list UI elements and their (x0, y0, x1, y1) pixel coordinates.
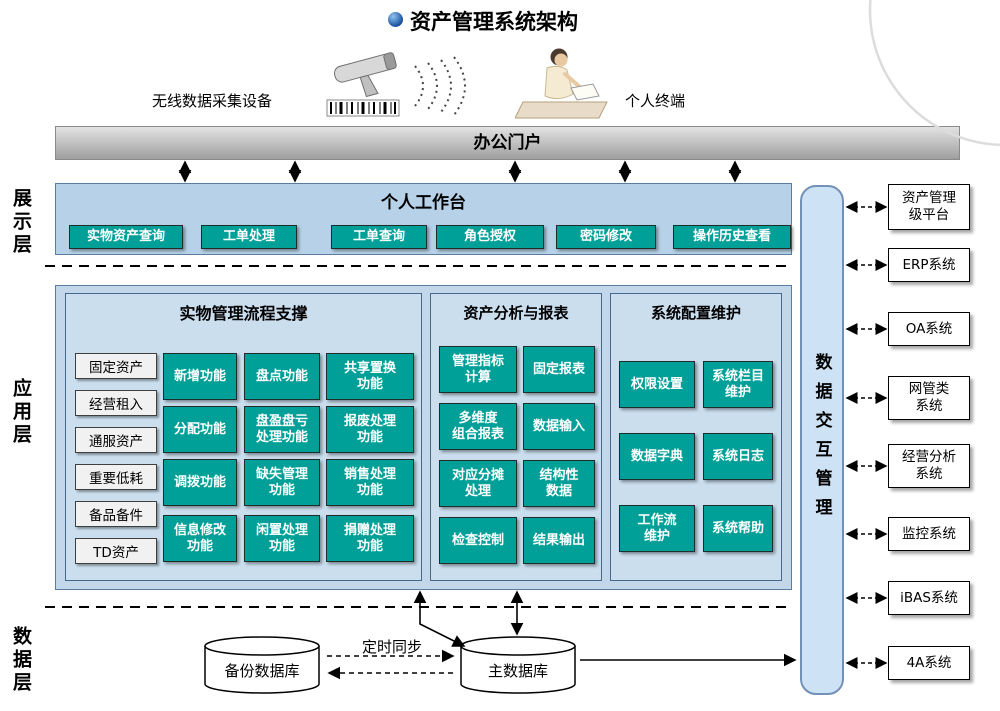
function-box: 调拨功能 (163, 459, 237, 506)
database-cylinder-icon (460, 636, 576, 694)
main-database-label: 主数据库 (487, 662, 548, 680)
category-box: 通服资产 (75, 427, 157, 453)
function-box: 对应分摊 处理 (439, 460, 517, 507)
title-bullet-icon (388, 12, 403, 27)
layer-label-data: 数据层 (10, 626, 32, 695)
external-system-box: 网管类 系统 (888, 376, 970, 420)
portal-bar: 办公门户 (55, 126, 960, 160)
main-database: 主数据库 (458, 636, 578, 700)
function-box: 检查控制 (439, 517, 517, 564)
physical-panel: 实物管理流程支撑 固定资产 经营租入 通服资产 重要低耗 备品备件 TD资产 新… (65, 293, 422, 581)
function-box: 权限设置 (619, 361, 695, 408)
physical-panel-title: 实物管理流程支撑 (179, 304, 308, 323)
terminal-label: 个人终端 (625, 92, 686, 110)
function-box: 缺失管理 功能 (244, 459, 320, 506)
function-box: 分配功能 (163, 406, 237, 453)
function-box: 系统栏目 维护 (703, 361, 773, 408)
database-cylinder-icon (204, 636, 320, 694)
workbench-title: 个人工作台 (381, 193, 466, 213)
external-system-box: 监控系统 (888, 517, 970, 551)
function-box: 共享置换 功能 (326, 353, 414, 400)
config-panel-title: 系统配置维护 (650, 304, 741, 322)
analysis-panel-title: 资产分析与报表 (463, 304, 569, 322)
function-box: 工作流 维护 (619, 505, 695, 552)
workbench-panel: 个人工作台 实物资产查询 工单处理 工单查询 角色授权 密码修改 操作历史查看 (55, 183, 792, 255)
config-panel: 系统配置维护 权限设置 系统栏目 维护 数据字典 系统日志 工作流 维护 系统帮… (610, 293, 782, 581)
external-system-box: OA系统 (888, 312, 970, 346)
function-box: 结构性 数据 (523, 460, 595, 507)
workbench-button: 密码修改 (556, 225, 656, 249)
external-system-box: 4A系统 (888, 646, 970, 680)
layer-label-display: 展示层 (10, 188, 32, 257)
backup-database-label: 备份数据库 (224, 662, 300, 680)
category-box: 固定资产 (75, 353, 157, 379)
backup-database: 备份数据库 (202, 636, 322, 700)
category-box: TD资产 (75, 538, 157, 564)
external-system-box: iBAS系统 (888, 581, 970, 615)
portal-label: 办公门户 (473, 133, 542, 153)
function-box: 销售处理 功能 (326, 459, 414, 506)
function-box: 捐赠处理 功能 (326, 515, 414, 562)
function-box: 多维度 组合报表 (439, 403, 517, 450)
layer-label-application: 应用层 (10, 378, 32, 447)
analysis-panel: 资产分析与报表 管理指标 计算 固定报表 多维度 组合报表 数据输入 对应分摊 … (430, 293, 602, 581)
wireless-device-label: 无线数据采集设备 (152, 92, 273, 110)
category-box: 经营租入 (75, 390, 157, 416)
function-box: 固定报表 (523, 346, 595, 393)
function-box: 新增功能 (163, 353, 237, 400)
function-box: 信息修改 功能 (163, 515, 237, 562)
workbench-button: 工单查询 (331, 225, 427, 249)
sync-label: 定时同步 (361, 638, 422, 656)
category-box: 重要低耗 (75, 464, 157, 490)
scanner-image (326, 52, 466, 117)
workbench-button: 角色授权 (436, 225, 544, 249)
function-box: 闲置处理 功能 (244, 515, 320, 562)
data-exchange-bar: 数据交互管理 (800, 185, 844, 695)
workbench-button: 工单处理 (201, 225, 297, 249)
category-box: 备品备件 (75, 501, 157, 527)
function-box: 盘盈盘亏 处理功能 (244, 406, 320, 453)
function-box: 管理指标 计算 (439, 346, 517, 393)
external-system-box: 资产管理 级平台 (888, 184, 970, 230)
data-exchange-label: 数据交互管理 (811, 353, 832, 527)
external-system-box: ERP系统 (888, 248, 970, 282)
decorative-arc (868, 0, 1000, 147)
function-box: 结果输出 (523, 517, 595, 564)
function-box: 系统帮助 (703, 505, 773, 552)
function-box: 数据输入 (523, 403, 595, 450)
function-box: 报废处理 功能 (326, 406, 414, 453)
page-title: 资产管理系统架构 (410, 10, 578, 34)
workbench-button: 实物资产查询 (69, 225, 183, 249)
workbench-button: 操作历史查看 (673, 225, 791, 249)
person-image (515, 48, 608, 119)
function-box: 系统日志 (703, 433, 773, 480)
function-box: 数据字典 (619, 433, 695, 480)
external-system-box: 经营分析 系统 (888, 444, 970, 488)
function-box: 盘点功能 (244, 353, 320, 400)
